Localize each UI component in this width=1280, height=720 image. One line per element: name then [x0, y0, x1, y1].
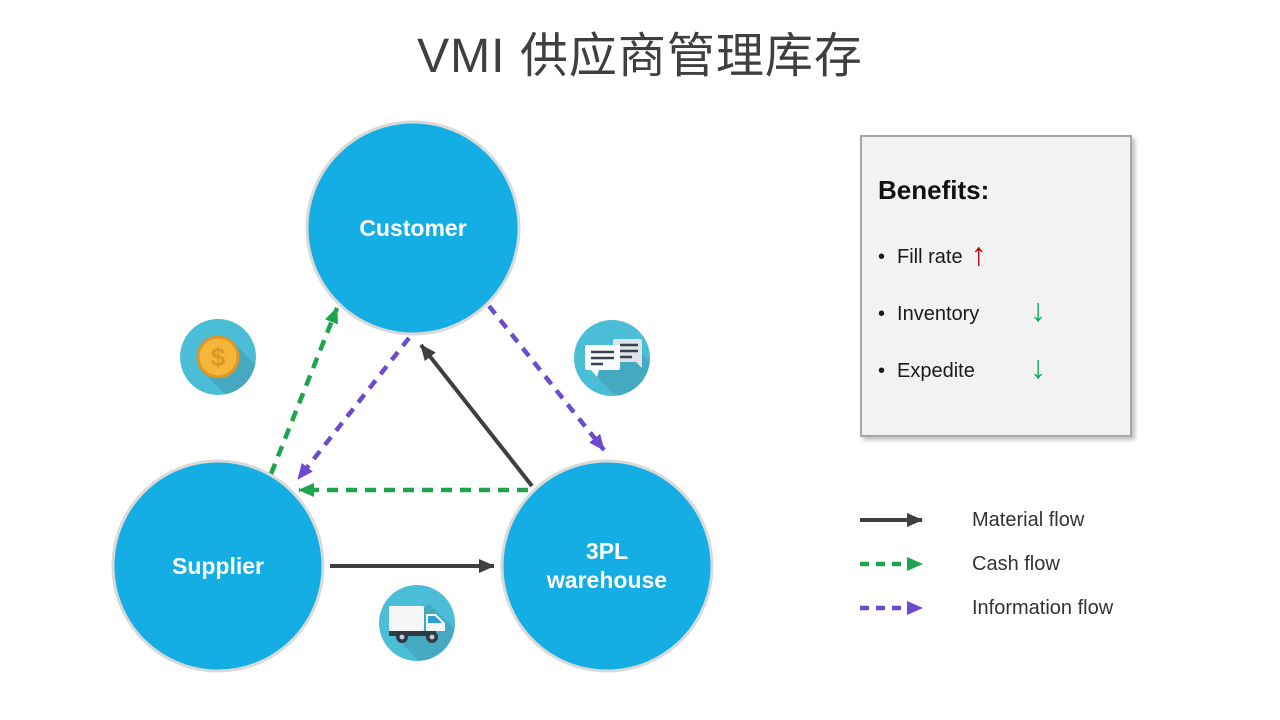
page-title: VMI 供应商管理库存 — [417, 30, 863, 83]
information-flow-arrow-swatch — [860, 601, 923, 615]
benefit-item-expedite: • Expedite ↓ — [878, 351, 1046, 388]
node-supplier: Supplier — [111, 459, 325, 673]
bullet: • — [878, 245, 886, 268]
material-flow-arrow-swatch — [860, 513, 923, 527]
legend-label: Material flow — [972, 508, 1085, 531]
benefit-item-inventory: • Inventory ↓ — [878, 294, 1046, 331]
node-warehouse-label-line1: 3PL — [586, 538, 628, 564]
trend-up-arrow: ↑ — [970, 236, 987, 272]
flow-legend: Material flow Cash flow Information flow — [858, 498, 1113, 630]
cash-flow-arrow-swatch — [860, 557, 923, 571]
benefits-heading: Benefits: — [878, 175, 990, 205]
legend-item-information-flow: Information flow — [858, 586, 1113, 630]
material-flow-arrow-warehouse-to-customer — [419, 343, 534, 488]
bullet: • — [878, 302, 886, 325]
information-flow-arrow-customer-to-warehouse — [487, 304, 606, 452]
node-warehouse-label-line2: warehouse — [546, 567, 667, 593]
benefit-label: Fill rate — [897, 245, 963, 268]
node-3pl-warehouse: 3PL warehouse — [500, 459, 714, 673]
back-bubble — [613, 339, 642, 368]
dollar-symbol: $ — [211, 342, 226, 372]
benefit-label: Inventory — [897, 302, 980, 325]
information-flow-arrow-customer-to-supplier — [296, 336, 411, 481]
legend-item-material-flow: Material flow — [858, 498, 1113, 542]
front-bubble — [585, 345, 620, 377]
trend-down-arrow: ↓ — [1030, 292, 1046, 328]
benefit-label: Expedite — [897, 359, 975, 382]
delivery-truck-icon — [379, 585, 455, 661]
node-customer-label: Customer — [359, 215, 466, 241]
chat-messages-icon — [574, 320, 650, 396]
legend-item-cash-flow: Cash flow — [858, 542, 1113, 586]
legend-label: Information flow — [972, 596, 1114, 619]
dollar-coin-icon: $ — [180, 319, 256, 395]
benefits-panel: Benefits: • Fill rate ↑ • Inventory ↓ • … — [860, 135, 1132, 437]
cash-flow-arrow-supplier-to-customer — [268, 307, 340, 475]
node-supplier-label: Supplier — [172, 553, 264, 579]
bullet: • — [878, 359, 886, 382]
legend-label: Cash flow — [972, 552, 1060, 575]
node-customer: Customer — [305, 120, 521, 336]
trend-down-arrow: ↓ — [1030, 349, 1046, 385]
benefit-item-fill-rate: • Fill rate ↑ — [878, 236, 987, 274]
